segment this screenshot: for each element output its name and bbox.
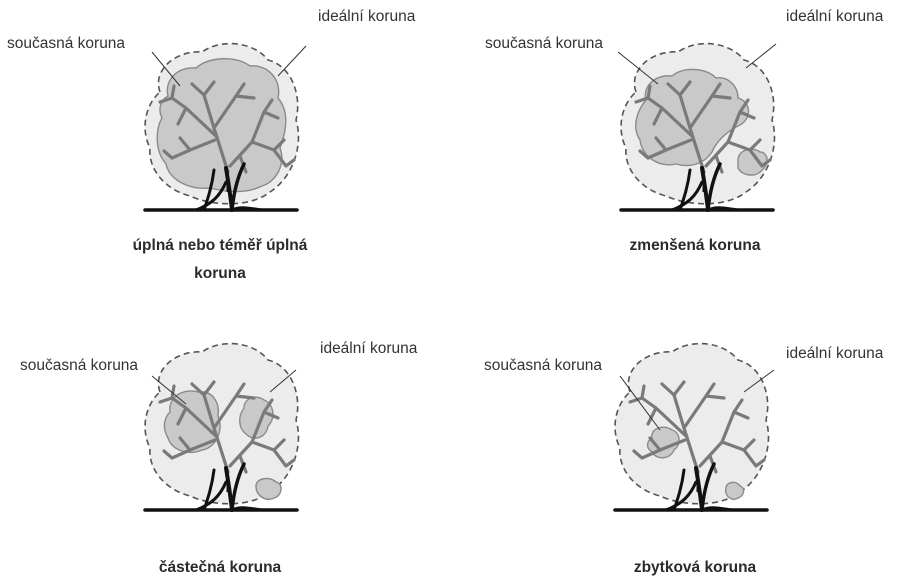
panel-full-crown [145, 44, 306, 210]
current-crown-label: současná koruna [484, 357, 602, 375]
caption-full-crown: úplná nebo téměř úplná koruna [95, 232, 345, 288]
ideal-crown-outline [615, 344, 768, 504]
ideal-crown-label: ideální koruna [786, 8, 883, 26]
current-crown-label: současná koruna [20, 357, 138, 375]
ideal-crown-label: ideální koruna [318, 8, 415, 26]
caption-line-1: zbytková koruna [570, 554, 820, 582]
caption-partial-crown: částečná koruna [95, 554, 345, 582]
ideal-crown-leader-line [278, 46, 306, 76]
caption-line-1: úplná nebo téměř úplná [95, 232, 345, 260]
current-crown-label: současná koruna [7, 35, 125, 53]
caption-line-2: koruna [95, 260, 345, 288]
caption-line-1: zmenšená koruna [570, 232, 820, 260]
caption-residual-crown: zbytková koruna [570, 554, 820, 582]
ideal-crown-label: ideální koruna [786, 345, 883, 363]
ideal-crown-leader-line [746, 44, 776, 68]
panel-reduced-crown [618, 44, 776, 210]
caption-reduced-crown: zmenšená koruna [570, 232, 820, 260]
current-crown-shape [157, 59, 286, 192]
caption-line-1: částečná koruna [95, 554, 345, 582]
ideal-crown-label: ideální koruna [320, 340, 417, 358]
panel-partial-crown [145, 344, 298, 510]
current-crown-label: současná koruna [485, 35, 603, 53]
panel-residual-crown [615, 344, 774, 510]
